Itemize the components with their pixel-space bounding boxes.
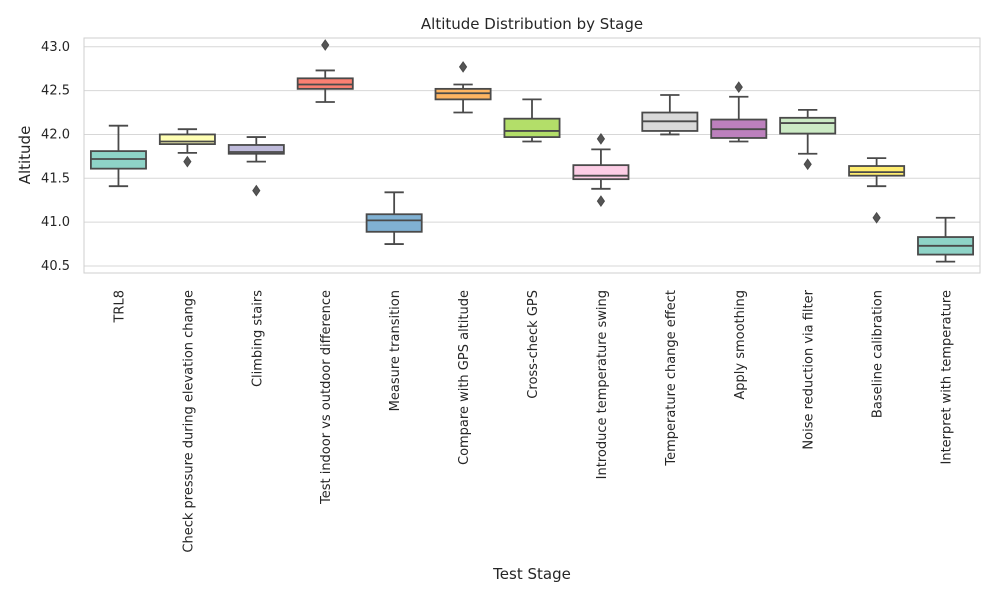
x-tick-label: Temperature change effect [664, 290, 679, 467]
x-tick-label: Interpret with temperature [940, 290, 955, 464]
y-tick-label: 41.5 [41, 171, 70, 186]
y-axis-label: Altitude [16, 126, 34, 185]
x-tick-label: Apply smoothing [733, 290, 748, 400]
box-body [158, 133, 216, 146]
box-body [779, 116, 837, 135]
outlier-point [183, 155, 192, 168]
outlier-point [734, 81, 743, 93]
x-tick-label: Measure transition [388, 290, 403, 411]
grid-layer [84, 46, 980, 267]
x-tick-label: Climbing stairs [250, 290, 265, 387]
outlier-point [458, 61, 468, 73]
outlier-point [596, 195, 606, 207]
box-body [227, 144, 285, 155]
y-tick-label: 41.0 [41, 215, 70, 230]
outlier-layer [183, 39, 881, 224]
x-tick-label: Check pressure during elevation change [181, 290, 196, 553]
x-tick-layer: TRL8 Check pressure during elevation chan… [112, 289, 954, 552]
outlier-point [596, 132, 606, 145]
x-tick-label: Test indoor vs outdoor difference [319, 290, 334, 505]
y-tick-label: 43.0 [41, 40, 70, 55]
box-body [848, 165, 906, 177]
x-tick-label: Compare with GPS altitude [457, 290, 472, 465]
x-tick-label: Baseline calibration [871, 290, 886, 418]
box-layer [89, 69, 975, 263]
x-tick-label: TRL8 [112, 290, 127, 324]
outlier-point [872, 211, 881, 224]
outlier-point [803, 158, 812, 171]
box-body [503, 117, 561, 138]
y-tick-label: 42.5 [41, 84, 70, 99]
box-body [365, 213, 423, 233]
x-tick-label: Cross-check GPS [526, 290, 541, 399]
x-tick-label: Introduce temperature swing [595, 290, 610, 479]
outlier-point [252, 184, 261, 197]
outlier-point [321, 39, 330, 51]
x-axis-label: Test Stage [492, 565, 571, 583]
plot-frame [83, 37, 981, 274]
y-tick-label: 42.0 [41, 127, 70, 142]
y-tick-label: 40.5 [41, 259, 70, 274]
box-body [572, 164, 630, 181]
chart-title: Altitude Distribution by Stage [421, 15, 643, 33]
y-tick-layer: 40.5 41.0 41.5 42.0 42.5 43.0 [41, 40, 70, 274]
x-tick-label: Noise reduction via filter [802, 289, 817, 449]
